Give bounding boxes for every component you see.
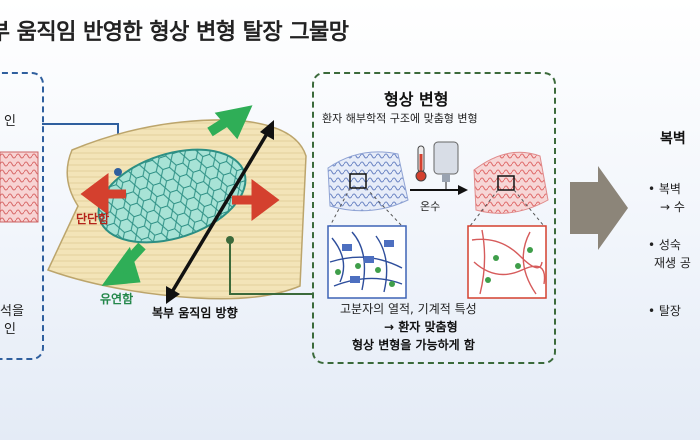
- left-panel-text-1: 인: [4, 114, 16, 129]
- blue-crosslink-dots: [335, 263, 395, 287]
- pink-polymer-chains: [471, 229, 546, 295]
- pink-mesh-sheet: [473, 151, 549, 214]
- motion-arrow-head-top: [260, 120, 274, 140]
- pink-polymer-detail: [467, 225, 547, 299]
- blue-mesh-sheet: [327, 151, 409, 212]
- right-bullet-3: • 탈장: [648, 304, 681, 318]
- right-bullet-2a: • 성숙: [648, 238, 681, 252]
- left-knit-swatch: [0, 151, 39, 223]
- pink-zoom-line-r: [513, 189, 545, 227]
- label-stiff: 단단함: [76, 212, 110, 226]
- big-process-arrow: [570, 166, 628, 250]
- red-arrow-left: [80, 173, 126, 215]
- label-motion-direction: 복부 움직임 방향: [152, 306, 238, 320]
- shape-deform-panel: [312, 72, 556, 364]
- blue-crystal-domains: [342, 240, 394, 283]
- pink-zoom-box: [497, 175, 515, 191]
- left-panel-text-3: 인: [4, 322, 16, 337]
- shape-deform-footer-1: 고분자의 열적, 기계적 특성: [340, 302, 477, 316]
- left-panel: [0, 72, 44, 360]
- iv-bag-icon: [433, 141, 459, 190]
- mesh-anchor-blue: [114, 168, 122, 176]
- motion-direction-arrow: [170, 131, 270, 293]
- page-title: 복부 움직임 반영한 형상 변형 탈장 그물망: [0, 20, 349, 45]
- green-arrow-top: [207, 105, 253, 140]
- right-bullet-1b: → 수: [660, 200, 685, 214]
- pink-zoom-line-l: [469, 189, 499, 227]
- thermometer-icon: [415, 145, 427, 182]
- pink-crosslink-dots: [485, 247, 533, 283]
- motion-arrow-head-bottom: [166, 286, 180, 304]
- shape-deform-subtitle: 환자 해부학적 구조에 맞춤형 변형: [322, 112, 478, 125]
- right-bullet-1a: • 복벽: [648, 182, 681, 196]
- blue-zoom-box: [349, 173, 367, 189]
- left-panel-text-2: 석을: [0, 304, 24, 319]
- right-panel-heading: 복벽: [660, 131, 686, 147]
- right-bullet-2b: 재생 공: [654, 256, 691, 270]
- green-arrow-bottom: [101, 242, 146, 286]
- blue-polymer-chains: [329, 231, 403, 293]
- temp-label: 온수: [420, 200, 441, 213]
- process-arrow-head: [458, 185, 468, 195]
- shape-deform-heading: 형상 변형: [384, 90, 449, 109]
- blue-zoom-line-l: [329, 187, 351, 227]
- shape-deform-footer-2: → 환자 맞춤형: [384, 320, 458, 334]
- shape-deform-footer-3: 형상 변형을 가능하게 함: [352, 338, 475, 352]
- label-flexible: 유연함: [100, 292, 134, 306]
- blue-zoom-line-r: [365, 187, 403, 227]
- connector-line-green: [229, 240, 312, 295]
- red-arrow-right: [232, 179, 280, 221]
